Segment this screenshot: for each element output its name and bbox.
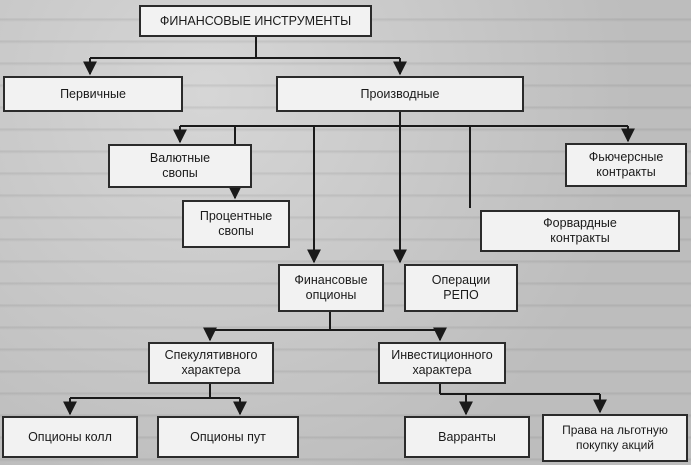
node-forwards: Форвардные контракты	[480, 210, 680, 252]
node-warrants: Варранты	[404, 416, 530, 458]
node-preemptive-rights: Права на льготную покупку акций	[542, 414, 688, 462]
node-speculative: Спекулятивного характера	[148, 342, 274, 384]
node-financial-instruments: ФИНАНСОВЫЕ ИНСТРУМЕНТЫ	[139, 5, 372, 37]
node-primary: Первичные	[3, 76, 183, 112]
node-currency-swaps: Валютные свопы	[108, 144, 252, 188]
node-derivatives: Производные	[276, 76, 524, 112]
node-repo: Операции РЕПО	[404, 264, 518, 312]
node-interest-swaps: Процентные свопы	[182, 200, 290, 248]
node-investment: Инвестиционного характера	[378, 342, 506, 384]
node-financial-options: Финансовые опционы	[278, 264, 384, 312]
node-call-options: Опционы колл	[2, 416, 138, 458]
node-put-options: Опционы пут	[157, 416, 299, 458]
node-futures: Фьючерсные контракты	[565, 143, 687, 187]
